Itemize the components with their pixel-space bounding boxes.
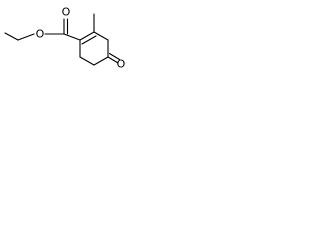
ketone-double-bond-a [107, 56, 119, 64]
ethyl-ch3-bond [4, 32, 19, 41]
carbonyl-ring-bond [63, 33, 81, 41]
ring-c4-c5-bond [93, 56, 109, 66]
ring-c2-c3-bond [93, 31, 109, 41]
ester-carbonyl-oxygen-label: O [62, 6, 71, 19]
skeletal-structure-diagram: O O O [4, 6, 126, 71]
ring-c1-c2-double-bond-b [81, 35, 97, 45]
ester-ether-oxygen-label: O [36, 28, 45, 41]
ring-c5-c6-bond [79, 56, 95, 66]
ring-c1-c2-double-bond-a [79, 31, 95, 41]
ethyl-ch2-o-bond [17, 33, 35, 41]
ketone-oxygen-label: O [117, 58, 126, 71]
ketone-double-bond-b [108, 52, 121, 61]
